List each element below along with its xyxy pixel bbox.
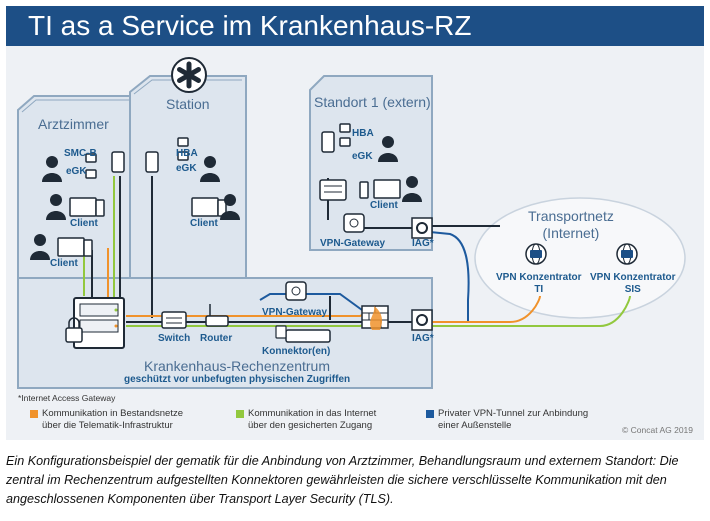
label-egk-1: eGK [66, 166, 87, 177]
nurse-icon [46, 176, 422, 220]
label-hba-1: HBA [176, 148, 198, 159]
gear-box-ext-icon [411, 217, 433, 239]
lock-icon [65, 317, 83, 343]
label-iag-ext: IAG* [412, 238, 434, 249]
gear-box-icon [411, 309, 433, 331]
rechenzentrum-subtitle: geschützt vor unbefugten physischen Zugr… [124, 374, 351, 385]
label-vpn-konzentrator-sis: VPN Konzentrator SIS [590, 272, 676, 295]
transportnetz-cloud [474, 197, 686, 319]
server-rack-icon [73, 297, 125, 349]
gateway-icon [285, 281, 307, 301]
konnektor-icon [275, 325, 331, 343]
room-title-standort: Standort 1 (extern) [314, 94, 431, 110]
firewall-icon [361, 305, 389, 330]
copyright: © Concat AG 2019 [622, 425, 694, 435]
computer-icon [57, 179, 401, 257]
room-title-transportnetz: Transportnetz (Internet) [528, 208, 614, 241]
label-switch: Switch [158, 333, 191, 344]
page-title: TI as a Service im Krankenhaus-RZ [28, 10, 472, 41]
gateway-ext-icon [343, 213, 365, 233]
vpn-globe-sis-icon [616, 243, 638, 265]
header-bar: TI as a Service im Krankenhaus-RZ [6, 6, 704, 46]
figure-caption: Ein Konfigurationsbeispiel der gematik f… [6, 454, 679, 506]
card-reader-icon [85, 123, 351, 179]
star-of-life-icon [171, 57, 207, 93]
room-title-arztzimmer: Arztzimmer [38, 116, 109, 132]
label-hba-2: HBA [352, 128, 374, 139]
footnote: *Internet Access Gateway [18, 393, 116, 403]
label-client-1: Client [70, 218, 98, 229]
label-egk-3: eGK [352, 151, 373, 162]
standort-building [309, 75, 433, 251]
room-title-station: Station [166, 96, 210, 112]
room-title-rechenzentrum: Krankenhaus-Rechenzentrum [144, 358, 330, 374]
station-building [129, 75, 247, 281]
legend-swatch-orange [30, 410, 38, 418]
label-client-2: Client [50, 258, 78, 269]
switch-icon [161, 311, 187, 329]
legend-text-blue: Privater VPN-Tunnel zur Anbindung einer … [438, 408, 589, 431]
label-iag-rz: IAG* [412, 333, 434, 344]
label-client-3: Client [190, 218, 218, 229]
legend-swatch-blue [426, 410, 434, 418]
legend-text-orange: Kommunikation in Bestandsnetze über die … [42, 408, 183, 431]
vpn-globe-icon [525, 243, 547, 265]
doctor-icon [30, 136, 398, 260]
label-smcb: SMC-B [64, 148, 97, 159]
label-vpn-konzentrator-ti: VPN Konzentrator TI [496, 272, 582, 295]
label-client-4: Client [370, 200, 398, 211]
standort-server-icon [319, 179, 347, 201]
label-vpn-gateway-ext: VPN-Gateway [320, 238, 386, 249]
label-egk-2: eGK [176, 163, 197, 174]
label-konnektoren: Konnektor(en) [262, 346, 331, 357]
legend-text-green: Kommunikation in das Internet über den g… [248, 408, 377, 431]
label-vpn-gateway-rz: VPN-Gateway [262, 307, 328, 318]
label-router: Router [200, 333, 233, 344]
router-icon [205, 304, 229, 327]
legend-swatch-green [236, 410, 244, 418]
